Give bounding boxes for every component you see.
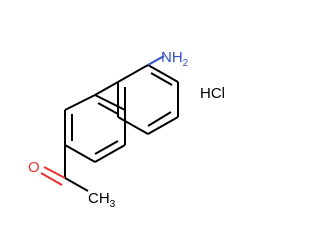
methyl-subscript: 3 — [110, 199, 116, 210]
amine-label: NH2 — [161, 49, 189, 69]
oxygen-label: O — [28, 159, 40, 176]
svg-text:NH2: NH2 — [161, 49, 189, 69]
amine-bond — [147, 55, 165, 66]
svg-text:CH3: CH3 — [88, 190, 116, 210]
amine-text: NH — [161, 49, 183, 66]
lower-phenyl-ring — [64, 94, 126, 163]
methyl-text: CH — [88, 190, 110, 207]
biaryl-bond — [94, 81, 119, 96]
structure-diagram: NH2 O CH3 HCl — [28, 49, 225, 210]
salt-label: HCl — [200, 85, 225, 102]
acetyl-group — [40, 145, 89, 192]
upper-phenyl-ring — [117, 64, 179, 135]
oxygen-text: O — [28, 159, 40, 176]
methyl-label: CH3 — [88, 190, 116, 210]
amine-subscript: 2 — [183, 58, 189, 69]
hcl-text: HCl — [200, 85, 225, 102]
